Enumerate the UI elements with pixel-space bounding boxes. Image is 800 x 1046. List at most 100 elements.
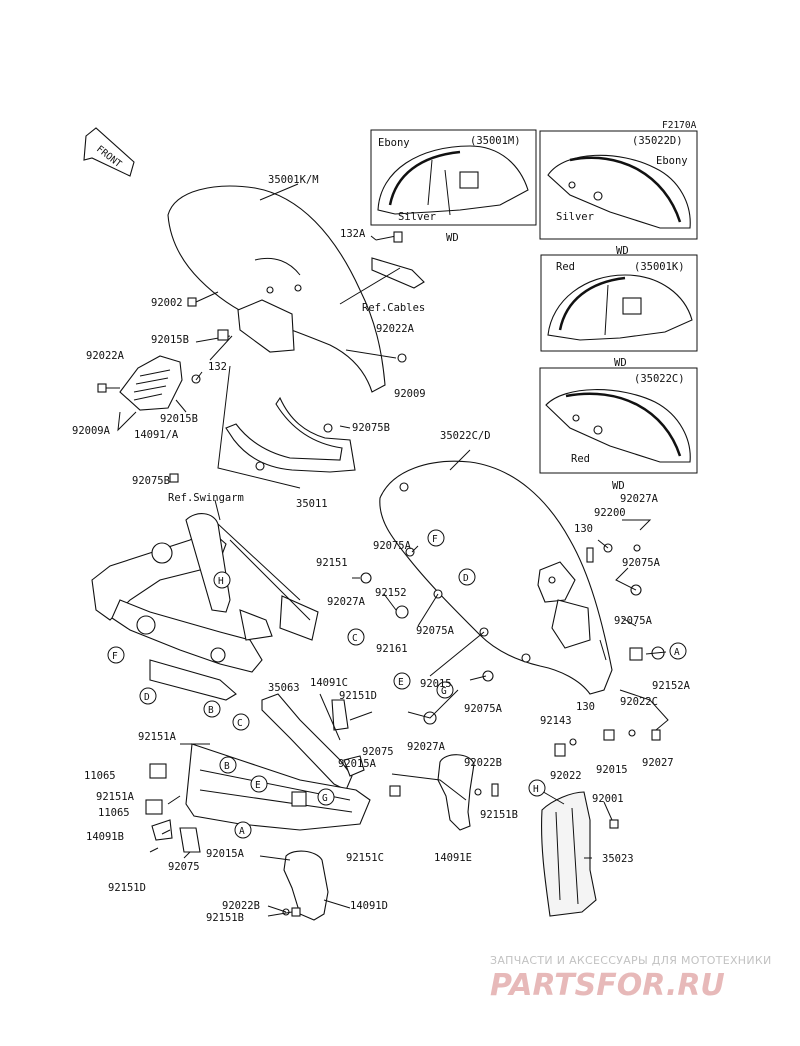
- label-92200: 92200: [594, 507, 626, 519]
- label-92027a-a: 92027A: [327, 596, 366, 608]
- label-92022b-b: 92022B: [222, 900, 260, 912]
- label-92151-a: 92151: [316, 557, 348, 569]
- swingarm: [91, 513, 319, 701]
- callout-a-lower: A: [234, 821, 252, 839]
- label-92075b-b: 92075B: [132, 475, 170, 487]
- label-92075a-b: 92075A: [416, 625, 455, 637]
- label-92001: 92001: [592, 793, 624, 805]
- svg-text:B: B: [208, 705, 214, 716]
- inset3-color1: Red: [556, 261, 575, 273]
- callout-c-fender: C: [347, 628, 365, 646]
- label-130-a: 130: [574, 523, 593, 535]
- mud-flap-35023: [541, 791, 597, 917]
- callout-circles: A A B B C C D D E E F F G G H H: [107, 529, 687, 839]
- label-14091c: 14091C: [310, 677, 348, 689]
- inset1-color1: Ebony: [378, 137, 410, 149]
- label-92027a-b: 92027A: [407, 741, 446, 753]
- label-92002: 92002: [151, 297, 183, 309]
- inset2-wd: WD: [616, 245, 629, 257]
- watermark-brand-logo: PARTSFOR.RU: [490, 968, 725, 1003]
- leader-lines: [117, 183, 669, 917]
- inset-35022c: (35022C) Red WD: [539, 367, 698, 492]
- svg-text:E: E: [398, 677, 404, 688]
- label-92022-b: 92022: [550, 770, 582, 782]
- label-92015a-a: 92015A: [338, 758, 377, 770]
- svg-text:G: G: [441, 686, 447, 697]
- label-92151b-b: 92151B: [206, 912, 244, 924]
- inset1-wd: WD: [446, 232, 459, 244]
- figure-code: F2170A: [662, 120, 697, 131]
- svg-text:D: D: [144, 692, 150, 703]
- callout-f-swingarm: F: [107, 646, 125, 664]
- front-fasteners: [97, 291, 407, 483]
- label-92075a-d: 92075A: [622, 557, 661, 569]
- label-92075b-a: 92075B: [352, 422, 390, 434]
- part-labels: 35001K/M 132A Ref.Cables 92002 92015B 92…: [72, 174, 691, 924]
- label-92022b-a: 92022B: [464, 757, 502, 769]
- inset4-code: (35022C): [634, 373, 685, 385]
- callout-h-swingarm: H: [213, 571, 231, 589]
- callout-g-lower: G: [317, 788, 335, 806]
- svg-text:H: H: [218, 576, 224, 587]
- label-92022a-a: 92022A: [86, 350, 125, 362]
- label-132a: 132A: [340, 228, 366, 240]
- watermark-tagline: ЗАПЧАСТИ И АКСЕССУАРЫ ДЛЯ МОТОТЕХНИКИ: [490, 954, 772, 967]
- label-92015b-b: 92015B: [160, 413, 198, 425]
- fender-bracket: [225, 396, 356, 473]
- label-14091d: 14091D: [350, 900, 388, 912]
- callout-c-swingarm: C: [232, 713, 250, 731]
- svg-text:H: H: [533, 784, 539, 795]
- svg-text:E: E: [255, 780, 261, 791]
- label-132: 132: [208, 361, 227, 373]
- label-11065-b: 11065: [98, 807, 130, 819]
- svg-text:A: A: [239, 826, 245, 837]
- rear-fender: [379, 460, 613, 695]
- label-92022a-b: 92022A: [376, 323, 415, 335]
- label-92152-a: 92152: [375, 587, 407, 599]
- label-92151a-b: 92151A: [96, 791, 135, 803]
- label-92015-a: 92015: [420, 678, 452, 690]
- callout-h-flap: H: [528, 779, 546, 797]
- label-14091a: 14091/A: [134, 429, 179, 441]
- label-92143: 92143: [540, 715, 572, 727]
- label-92022c: 92022C: [620, 696, 658, 708]
- svg-text:F: F: [432, 534, 438, 545]
- inset3-wd: WD: [614, 357, 627, 369]
- svg-text:C: C: [237, 718, 243, 729]
- label-92075-b: 92075: [168, 861, 200, 873]
- callout-g-fender: G: [436, 681, 454, 699]
- label-92015-b: 92015: [596, 764, 628, 776]
- label-92075a-c: 92075A: [464, 703, 503, 715]
- callout-f-fender: F: [427, 529, 445, 547]
- inset-35001k: Red (35001K) WD: [540, 254, 698, 369]
- front-fender: [167, 185, 386, 393]
- label-92075a-e: 92075A: [614, 615, 653, 627]
- label-14091b: 14091B: [86, 831, 124, 843]
- label-130-b: 130: [576, 701, 595, 713]
- label-35001km: 35001K/M: [268, 174, 319, 186]
- svg-text:D: D: [463, 573, 469, 584]
- inset1-color2: Silver: [398, 211, 436, 223]
- inset2-code: (35022D): [632, 135, 683, 147]
- label-35063: 35063: [268, 682, 300, 694]
- side-cover-14091d: [283, 850, 329, 921]
- label-92151d-b: 92151D: [108, 882, 146, 894]
- label-92027a-c: 92027A: [620, 493, 659, 505]
- label-92151c: 92151C: [346, 852, 384, 864]
- inset3-code: (35001K): [634, 261, 685, 273]
- inset2-color2: Silver: [556, 211, 594, 223]
- label-ref-cables: Ref.Cables: [362, 302, 425, 314]
- label-92015b-a: 92015B: [151, 334, 189, 346]
- label-ref-swingarm: Ref.Swingarm: [168, 492, 244, 504]
- label-92161: 92161: [376, 643, 408, 655]
- label-92151a-a: 92151A: [138, 731, 177, 743]
- callout-e-lower: E: [250, 775, 268, 793]
- inset-35001m: Ebony (35001M) Silver WD: [370, 129, 537, 244]
- label-35011: 35011: [296, 498, 328, 510]
- label-92075-a: 92075: [362, 746, 394, 758]
- lower-rails: [145, 693, 401, 853]
- label-92015a-b: 92015A: [206, 848, 245, 860]
- callout-e-fender: E: [393, 672, 411, 690]
- svg-text:A: A: [674, 647, 680, 658]
